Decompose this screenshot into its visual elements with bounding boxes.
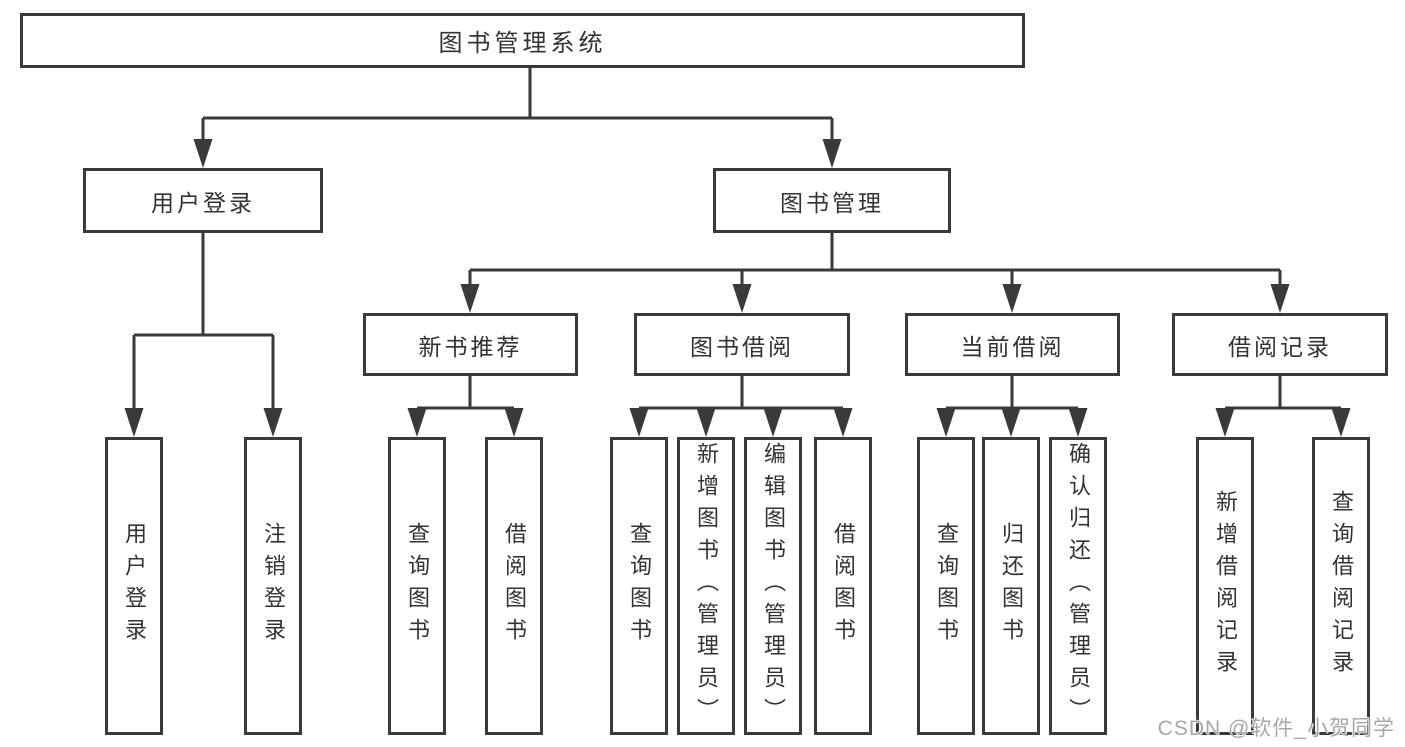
node-label: 图书管理系统 [438, 30, 607, 57]
node-book-borrow: 图书借阅 [634, 313, 850, 376]
leaf-label: 查询图书 [405, 522, 430, 650]
leaf-confirm-return-admin: 确认归还（管理员） [1049, 437, 1107, 735]
arrow-down-icon [833, 408, 853, 437]
arrow-down-icon [763, 408, 783, 437]
leaf-query-book-recommend: 查询图书 [388, 437, 446, 735]
leaf-label: 借阅图书 [502, 522, 527, 650]
leaf-label: 查询图书 [934, 522, 959, 650]
node-user-login: 用户登录 [83, 168, 323, 233]
arrow-down-icon [1001, 408, 1021, 437]
arrowheads [124, 139, 1351, 437]
leaf-query-book-borrow: 查询图书 [610, 437, 668, 735]
arrow-down-icon [124, 408, 144, 437]
arrow-down-icon [407, 408, 427, 437]
arrow-down-icon [629, 408, 649, 437]
arrow-down-icon [263, 408, 283, 437]
leaf-add-book-admin: 新增图书（管理员） [677, 437, 735, 735]
arrow-down-icon [1270, 284, 1290, 313]
leaf-query-borrow-record: 查询借阅记录 [1312, 437, 1370, 735]
arrow-down-icon [1215, 408, 1235, 437]
arrow-down-icon [193, 139, 213, 168]
leaf-query-book-current: 查询图书 [917, 437, 975, 735]
leaf-logout: 注销登录 [244, 437, 302, 735]
arrow-down-icon [1331, 408, 1351, 437]
arrow-down-icon [460, 284, 480, 313]
leaf-label: 注销登录 [261, 522, 286, 650]
leaf-label: 用户登录 [122, 522, 147, 650]
leaf-return-book: 归还图书 [982, 437, 1040, 735]
arrow-down-icon [1068, 408, 1088, 437]
arrow-down-icon [1002, 284, 1022, 313]
leaf-label: 新增借阅记录 [1213, 490, 1238, 682]
node-label: 新书推荐 [418, 333, 523, 360]
node-current-borrow: 当前借阅 [905, 313, 1120, 376]
leaf-label: 确认归还（管理员） [1066, 442, 1091, 730]
leaf-add-borrow-record: 新增借阅记录 [1196, 437, 1254, 735]
node-label: 图书借阅 [690, 333, 794, 360]
arrow-down-icon [732, 284, 752, 313]
leaf-label: 查询图书 [627, 522, 652, 650]
leaf-borrow-book: 借阅图书 [814, 437, 872, 735]
arrow-down-icon [696, 408, 716, 437]
leaf-label: 归还图书 [999, 522, 1024, 650]
node-label: 借阅记录 [1228, 333, 1332, 360]
leaf-label: 新增图书（管理员） [694, 442, 719, 730]
leaf-edit-book-admin: 编辑图书（管理员） [744, 437, 802, 735]
leaf-label: 编辑图书（管理员） [761, 442, 786, 730]
arrow-down-icon [822, 139, 842, 168]
leaf-label: 查询借阅记录 [1329, 490, 1354, 682]
node-new-book-recommend: 新书推荐 [363, 313, 578, 376]
node-label: 图书管理 [780, 189, 884, 216]
node-book-management: 图书管理 [713, 168, 951, 233]
node-root: 图书管理系统 [20, 13, 1025, 68]
leaf-label: 借阅图书 [831, 522, 856, 650]
arrow-down-icon [504, 408, 524, 437]
node-label: 用户登录 [151, 189, 255, 216]
node-borrow-records: 借阅记录 [1172, 313, 1388, 376]
leaf-user-login: 用户登录 [105, 437, 163, 735]
arrow-down-icon [936, 408, 956, 437]
node-label: 当前借阅 [960, 333, 1065, 360]
leaf-borrow-book-recommend: 借阅图书 [485, 437, 543, 735]
